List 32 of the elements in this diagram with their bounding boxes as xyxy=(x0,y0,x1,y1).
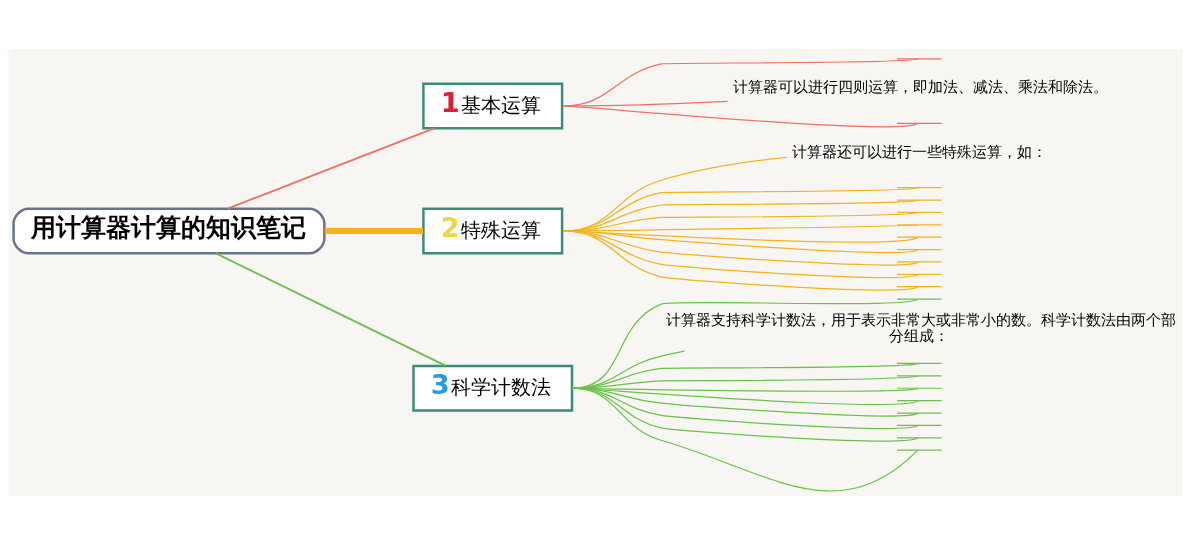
node-line xyxy=(896,224,943,226)
node-line xyxy=(896,412,943,414)
node-box: 2特殊运算 xyxy=(422,207,564,255)
node-box: 3科学计数法 xyxy=(412,364,574,412)
node-line xyxy=(896,199,943,201)
node-line xyxy=(896,362,943,365)
node-line xyxy=(896,437,943,439)
node-line xyxy=(896,187,943,189)
node-line xyxy=(896,424,943,426)
node-text: 计算器支持科学计数法，用于表示非常大或非常小的数。科学计数法由两个部分组成： xyxy=(666,310,1177,345)
connector xyxy=(571,298,919,389)
connector xyxy=(226,127,435,210)
node-line xyxy=(896,298,943,300)
node-text: 计算器可以进行四则运算，即加法、减法、乘法和除法。 xyxy=(732,78,1108,97)
node-line xyxy=(896,211,943,214)
node-line xyxy=(896,273,943,275)
node-line xyxy=(896,122,943,124)
node-text: 计算器还可以进行一些特殊运算，如： xyxy=(792,142,1048,161)
node-line xyxy=(896,286,943,288)
node-line xyxy=(896,387,943,389)
node-box: 1 基本运算 xyxy=(422,82,564,130)
node-line xyxy=(896,248,943,251)
node-line xyxy=(896,449,943,451)
connector xyxy=(214,252,447,367)
node-line xyxy=(896,58,943,60)
node-line xyxy=(896,236,943,238)
node-line xyxy=(896,400,943,402)
connector xyxy=(324,227,424,235)
node-line xyxy=(896,261,943,263)
node-box: 用计算器计算的知识笔记 xyxy=(12,207,326,255)
node-line xyxy=(896,375,943,377)
connector xyxy=(562,105,919,128)
